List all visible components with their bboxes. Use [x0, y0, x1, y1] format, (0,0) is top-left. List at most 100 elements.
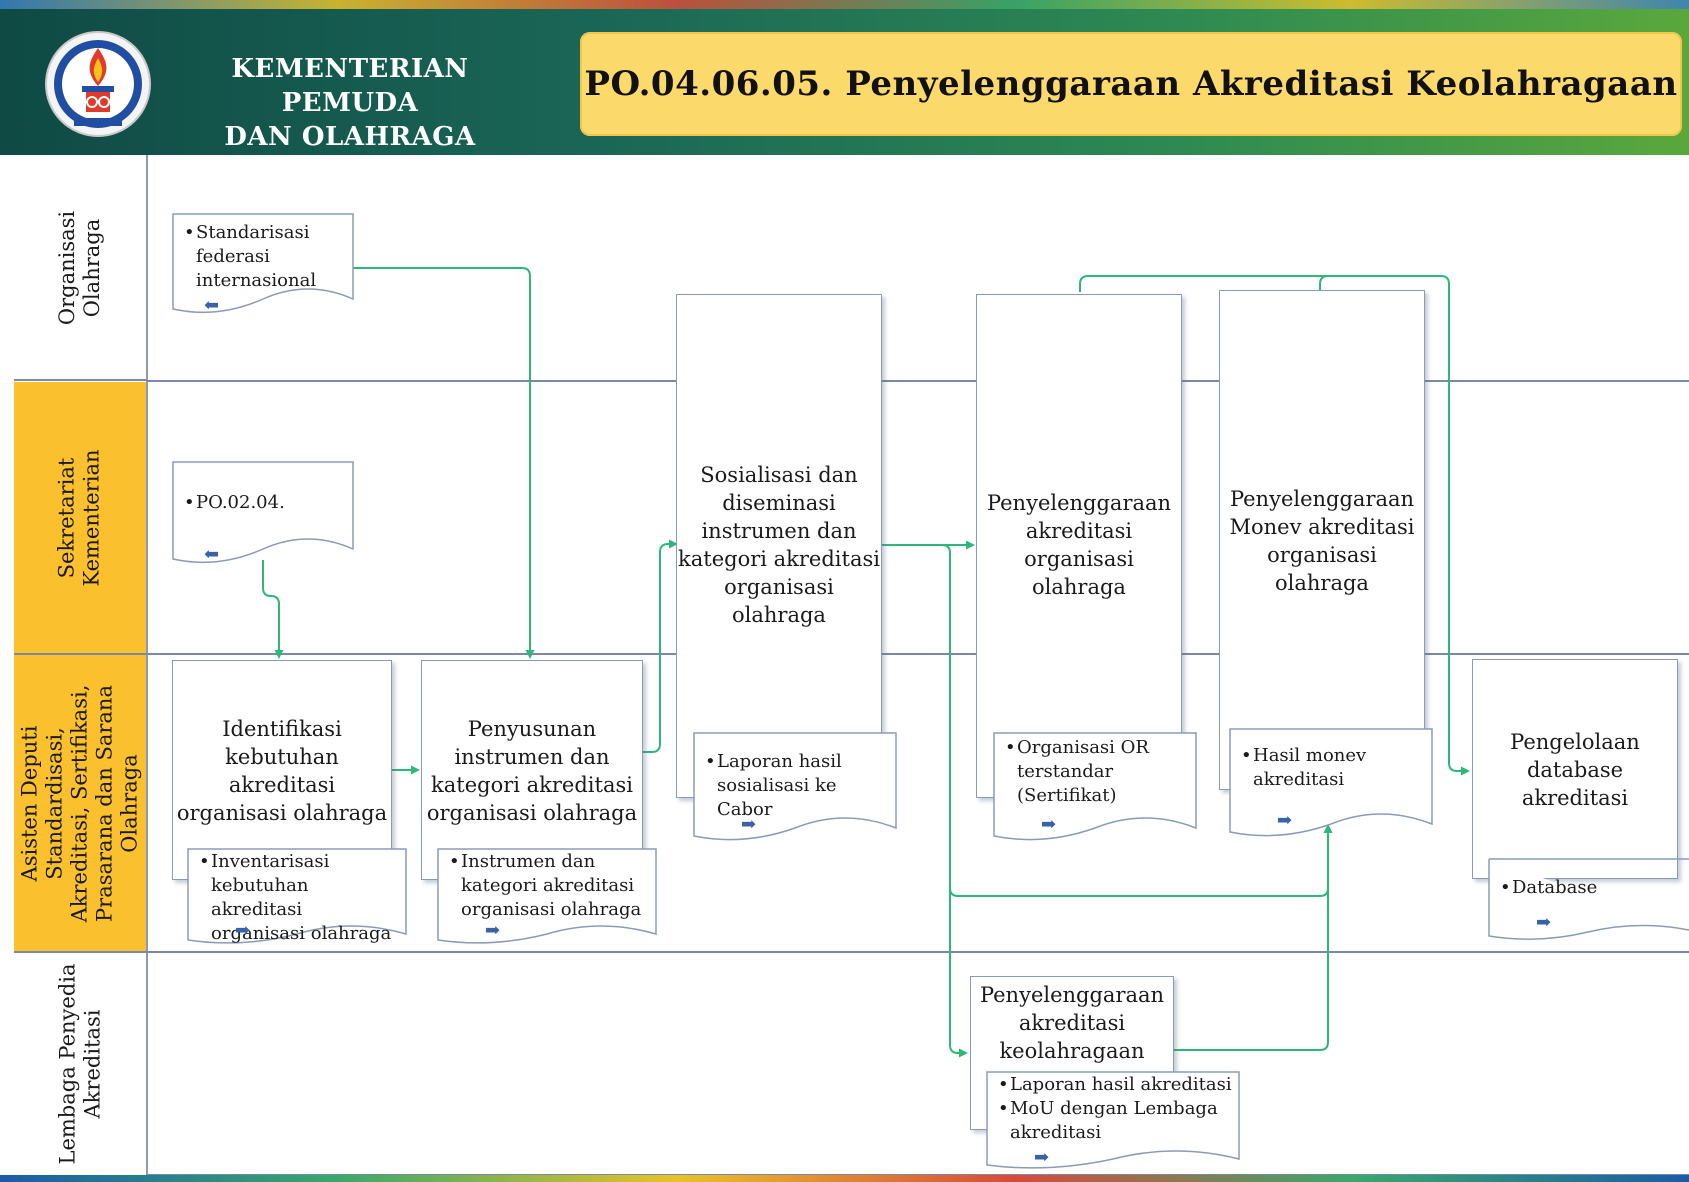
- lane-label-line: Akreditasi, Sertifikasi,: [67, 684, 92, 922]
- document-laporan-sosialisasi: Laporan hasil sosialisasi ke Cabor ➡: [693, 732, 897, 844]
- process-text: Sosialisasi dan diseminasi instrumen dan…: [677, 461, 881, 629]
- process-text-line: akreditasi: [1025, 519, 1133, 543]
- process-text-line: olahraga: [1032, 575, 1126, 599]
- right-arrow-icon: ➡: [741, 814, 757, 835]
- process-text-line: diseminasi: [722, 491, 836, 515]
- left-arrow-icon: ⬅: [204, 544, 220, 565]
- process-text-line: Monev akreditasi: [1229, 515, 1415, 539]
- process-text-line: akreditasi: [1521, 786, 1629, 810]
- document-list-item: Standarisasi federasi internasional: [184, 221, 316, 293]
- process-text: Pengelolaan database akreditasi: [1473, 728, 1677, 812]
- organization-name-line-1: KEMENTERIAN PEMUDA: [231, 54, 469, 118]
- process-text-line: instrumen dan: [701, 519, 857, 543]
- process-text: Penyusunan instrumen dan kategori akredi…: [422, 715, 642, 827]
- lane-label-line: Prasarana dan Sarana: [92, 684, 117, 922]
- process-text-line: olahraga: [732, 603, 826, 627]
- process-text-line: Penyelenggaraan: [979, 983, 1165, 1007]
- document-title-box: PO.04.06.05. Penyelenggaraan Akreditasi …: [580, 32, 1682, 136]
- right-arrow-icon: ➡: [1536, 912, 1552, 933]
- document-laporan-akreditasi: Laporan hasil akreditasi MoU dengan Lemb…: [986, 1071, 1240, 1171]
- document-list: Organisasi OR terstandar (Sertifikat): [1005, 736, 1155, 808]
- lane-label-line: Akreditasi: [80, 1009, 104, 1119]
- process-text-line: Penyusunan: [467, 717, 597, 741]
- document-shape: [1488, 858, 1689, 940]
- lane-divider: [146, 380, 1689, 382]
- lane-label-text: Sekretariat Kementerian: [55, 449, 105, 586]
- document-list: Hasil monev akreditasi: [1241, 744, 1381, 792]
- process-text-line: Penyelenggaraan: [1229, 487, 1415, 511]
- footer-color-stripe: [0, 1175, 1689, 1182]
- process-text-line: olahraga: [1275, 571, 1369, 595]
- header-color-stripe: [0, 0, 1689, 9]
- document-list-item: Laporan hasil sosialisasi ke Cabor: [705, 750, 891, 822]
- process-text-line: kebutuhan: [225, 745, 339, 769]
- lane-label-line: Sekretariat: [55, 457, 79, 578]
- process-text-line: organisasi: [1024, 547, 1134, 571]
- document-list-item: Organisasi OR terstandar (Sertifikat): [1005, 736, 1155, 808]
- connector-standarisasi-to-penyusunan: [352, 267, 535, 659]
- document-database: Database ➡: [1488, 858, 1689, 942]
- process-text-line: organisasi olahraga: [426, 801, 638, 825]
- connector-po0204-to-identifikasi: [262, 560, 284, 659]
- right-arrow-icon: ➡: [1277, 810, 1293, 831]
- lane-label-line: Olahraga: [117, 753, 142, 853]
- document-inventarisasi: Inventarisasi kebutuhan akreditasi organ…: [187, 848, 407, 946]
- document-hasil-monev: Hasil monev akreditasi ➡: [1229, 728, 1433, 840]
- process-text-line: Identifikasi: [222, 717, 342, 741]
- header-banner: KEMENTERIAN PEMUDA DAN OLAHRAGA PO.04.06…: [0, 0, 1689, 155]
- document-instrumen: Instrumen dan kategori akreditasi organi…: [437, 848, 657, 946]
- document-list: Instrumen dan kategori akreditasi organi…: [449, 850, 651, 922]
- lane-label-sekretariat-kementerian: Sekretariat Kementerian: [14, 382, 146, 655]
- document-list-item: MoU dengan Lembaga akreditasi: [998, 1097, 1234, 1145]
- process-text-line: kategori akreditasi: [678, 547, 880, 571]
- document-list: Standarisasi federasi internasional: [184, 221, 316, 293]
- lane-divider: [146, 653, 1689, 655]
- document-list: Database: [1500, 876, 1683, 900]
- lane-label-text: Asisten Deputi Standardisasi, Akreditasi…: [18, 684, 143, 922]
- lane-divider: [146, 951, 1689, 953]
- lane-label-organisasi-olahraga: Organisasi Olahraga: [14, 157, 148, 381]
- left-arrow-icon: ⬅: [204, 295, 220, 316]
- process-text-line: kategori akreditasi: [431, 773, 633, 797]
- lane-label-line: Asisten Deputi: [17, 725, 42, 881]
- organization-name-line-2: DAN OLAHRAGA: [224, 122, 476, 152]
- process-text-line: keolahragaan: [999, 1039, 1145, 1063]
- connector-keolahragaan-to-monev: [1172, 824, 1333, 1051]
- document-list: PO.02.04.: [184, 491, 348, 515]
- document-organisasi-or: Organisasi OR terstandar (Sertifikat) ➡: [993, 732, 1197, 844]
- document-list-item: Inventarisasi kebutuhan akreditasi organ…: [199, 850, 401, 946]
- right-arrow-icon: ➡: [1041, 814, 1057, 835]
- process-text-line: akreditasi: [1018, 1011, 1126, 1035]
- document-list-item: Laporan hasil akreditasi: [998, 1073, 1234, 1097]
- lane-label-lembaga-penyedia-akreditasi: Lembaga Penyedia Akreditasi: [14, 953, 148, 1175]
- process-box-identifikasi: Identifikasi kebutuhan akreditasi organi…: [172, 660, 392, 880]
- document-list-item: Hasil monev akreditasi: [1241, 744, 1381, 792]
- right-arrow-icon: ➡: [235, 920, 251, 941]
- process-text-line: Pengelolaan: [1510, 730, 1640, 754]
- lane-label-line: Lembaga Penyedia: [55, 963, 79, 1165]
- process-text: Penyelenggaraan akreditasi keolahragaan: [971, 981, 1173, 1065]
- document-list-item: PO.02.04.: [184, 491, 348, 515]
- lane-label-text: Lembaga Penyedia Akreditasi: [55, 964, 105, 1165]
- process-text-line: akreditasi: [228, 773, 336, 797]
- process-box-penyelenggaraan-akreditasi: Penyelenggaraan akreditasi organisasi ol…: [976, 294, 1182, 798]
- process-text-line: database: [1526, 758, 1624, 782]
- process-box-database: Pengelolaan database akreditasi: [1472, 659, 1678, 879]
- lane-label-line: Standardisasi,: [42, 726, 67, 880]
- process-text: Penyelenggaraan akreditasi organisasi ol…: [977, 489, 1181, 601]
- process-text-line: Penyelenggaraan: [986, 491, 1172, 515]
- document-list: Inventarisasi kebutuhan akreditasi organ…: [199, 850, 401, 946]
- lane-header-divider: [146, 155, 148, 1177]
- document-list-item: Instrumen dan kategori akreditasi organi…: [449, 850, 651, 922]
- right-arrow-icon: ➡: [1034, 1147, 1050, 1168]
- document-title: PO.04.06.05. Penyelenggaraan Akreditasi …: [584, 64, 1678, 104]
- right-arrow-icon: ➡: [485, 920, 501, 941]
- document-shape: [172, 461, 354, 564]
- document-list-item: Database: [1500, 876, 1683, 900]
- process-text-line: Sosialisasi dan: [700, 463, 858, 487]
- document-list: Laporan hasil akreditasi MoU dengan Lemb…: [998, 1073, 1234, 1145]
- ministry-logo-icon: [45, 31, 151, 137]
- process-box-penyusunan: Penyusunan instrumen dan kategori akredi…: [421, 660, 643, 880]
- process-text-line: organisasi: [1267, 543, 1377, 567]
- process-text: Identifikasi kebutuhan akreditasi organi…: [173, 715, 391, 827]
